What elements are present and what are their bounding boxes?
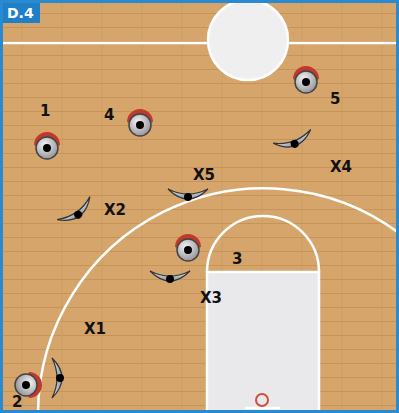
defender-label: X3 xyxy=(200,291,222,306)
player-number: 3 xyxy=(232,252,242,267)
defender-label: X5 xyxy=(193,168,215,183)
defender-label: X4 xyxy=(330,160,352,175)
figure-tag: D.4 xyxy=(3,3,40,23)
player-number: 4 xyxy=(104,108,114,123)
player-number: 2 xyxy=(12,395,22,410)
defense-players xyxy=(52,130,315,398)
defender-label: X1 xyxy=(84,322,106,337)
player-number: 1 xyxy=(40,104,50,119)
offense-players xyxy=(15,66,319,398)
player-number: 5 xyxy=(330,92,340,107)
defender-label: X2 xyxy=(104,203,126,218)
